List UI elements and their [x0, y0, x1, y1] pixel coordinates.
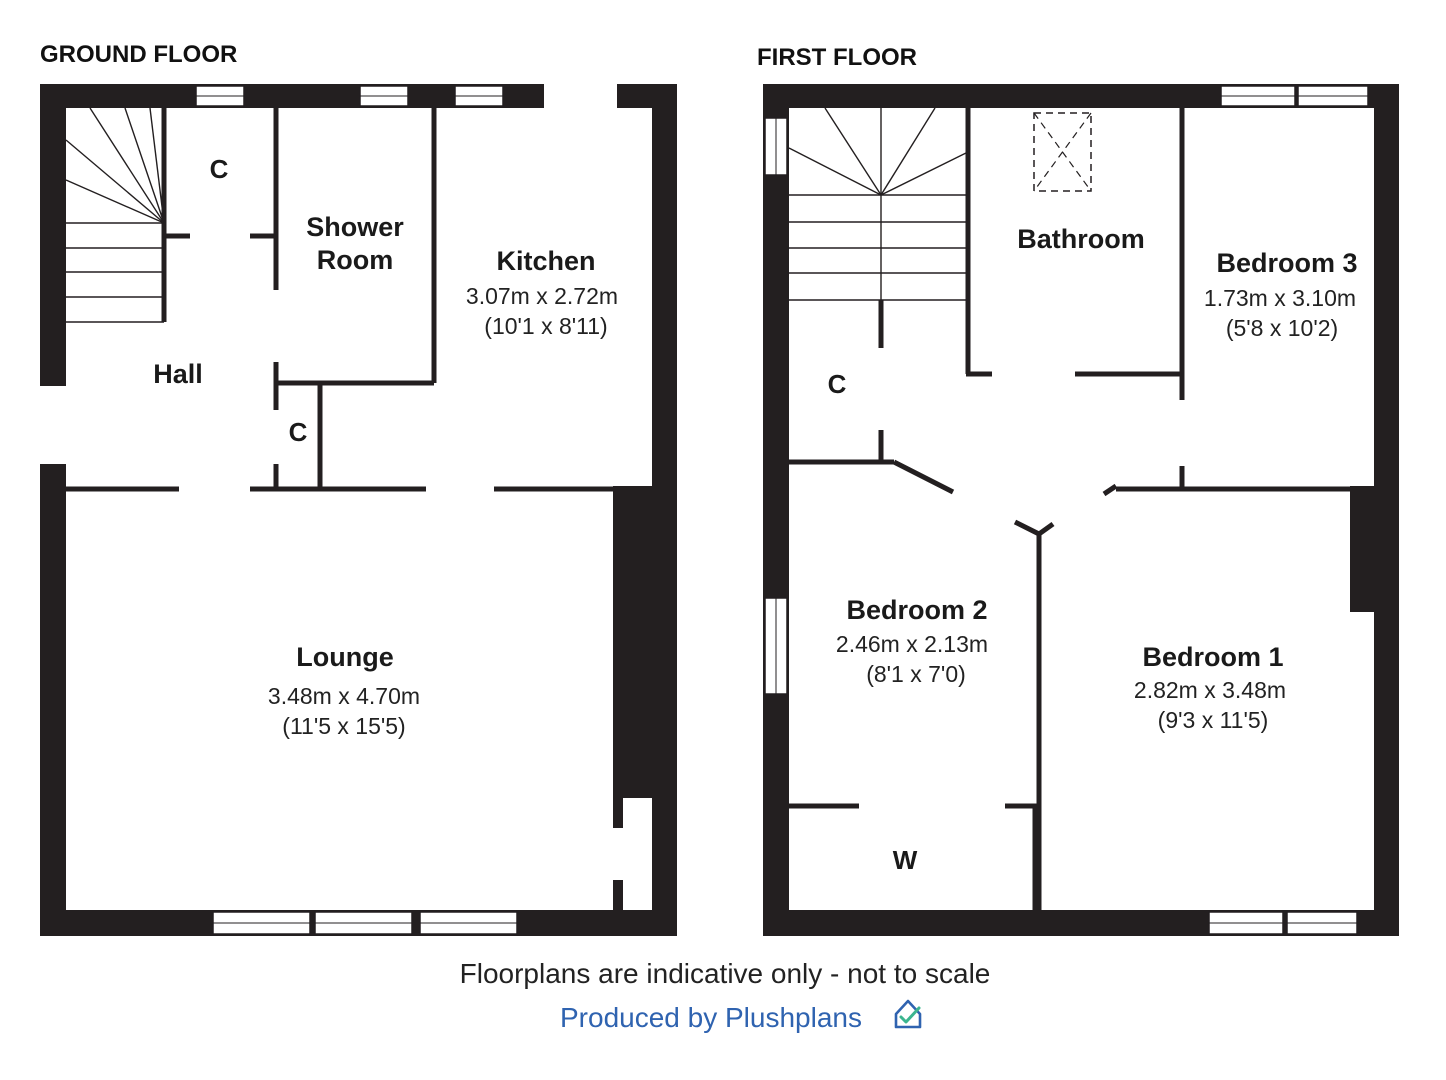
- kitchen-name: Kitchen: [496, 246, 595, 276]
- shower-room-name-line2: Room: [317, 245, 394, 275]
- first-cupboard-label: C: [828, 369, 847, 399]
- bedroom3-metric-size: 1.73m x 3.10m: [1204, 285, 1356, 311]
- house-check-icon: [894, 999, 922, 1029]
- shower-room-name-line1: Shower: [306, 212, 404, 242]
- disclaimer-text: Floorplans are indicative only - not to …: [460, 958, 991, 989]
- ground-floor-interior-walls: [66, 108, 652, 492]
- bedroom1-metric-size: 2.82m x 3.48m: [1134, 677, 1286, 703]
- bedroom3-name: Bedroom 3: [1216, 248, 1357, 278]
- ground-floor-staircase: [65, 107, 165, 323]
- ground-floor-windows: [195, 85, 518, 935]
- ground-cupboard-upper-label: C: [210, 154, 229, 184]
- ground-cupboard-lower-label: C: [289, 417, 308, 447]
- bedroom2-imperial-size: (8'1 x 7'0): [866, 661, 966, 687]
- bedroom2-metric-size: 2.46m x 2.13m: [836, 631, 988, 657]
- first-floor-windows: [764, 85, 1369, 935]
- first-floor-plan: FIRST FLOOR: [757, 44, 1399, 936]
- ground-floor-plan: GROUND FLOOR: [40, 41, 677, 936]
- bedroom1-imperial-size: (9'3 x 11'5): [1158, 707, 1269, 733]
- lounge-imperial-size: (11'5 x 15'5): [282, 713, 405, 739]
- first-floor-interior-walls: [789, 108, 1350, 910]
- kitchen-imperial-size: (10'1 x 8'11): [484, 313, 607, 339]
- ground-floor-title: GROUND FLOOR: [40, 41, 237, 68]
- bedroom3-imperial-size: (5'8 x 10'2): [1226, 315, 1338, 341]
- bathroom-name: Bathroom: [1017, 224, 1145, 254]
- bedroom1-name: Bedroom 1: [1142, 642, 1283, 672]
- produced-by-text: Produced by Plushplans: [560, 1002, 862, 1033]
- hall-name: Hall: [153, 359, 203, 389]
- first-floor-staircase: [788, 107, 969, 301]
- wardrobe-label: W: [893, 845, 918, 875]
- bedroom2-name: Bedroom 2: [846, 595, 987, 625]
- footer: Floorplans are indicative only - not to …: [460, 958, 991, 1033]
- first-floor-title: FIRST FLOOR: [757, 44, 917, 71]
- lounge-name: Lounge: [296, 642, 393, 672]
- kitchen-metric-size: 3.07m x 2.72m: [466, 283, 618, 309]
- bathroom-skylight: [1033, 112, 1092, 192]
- lounge-metric-size: 3.48m x 4.70m: [268, 683, 420, 709]
